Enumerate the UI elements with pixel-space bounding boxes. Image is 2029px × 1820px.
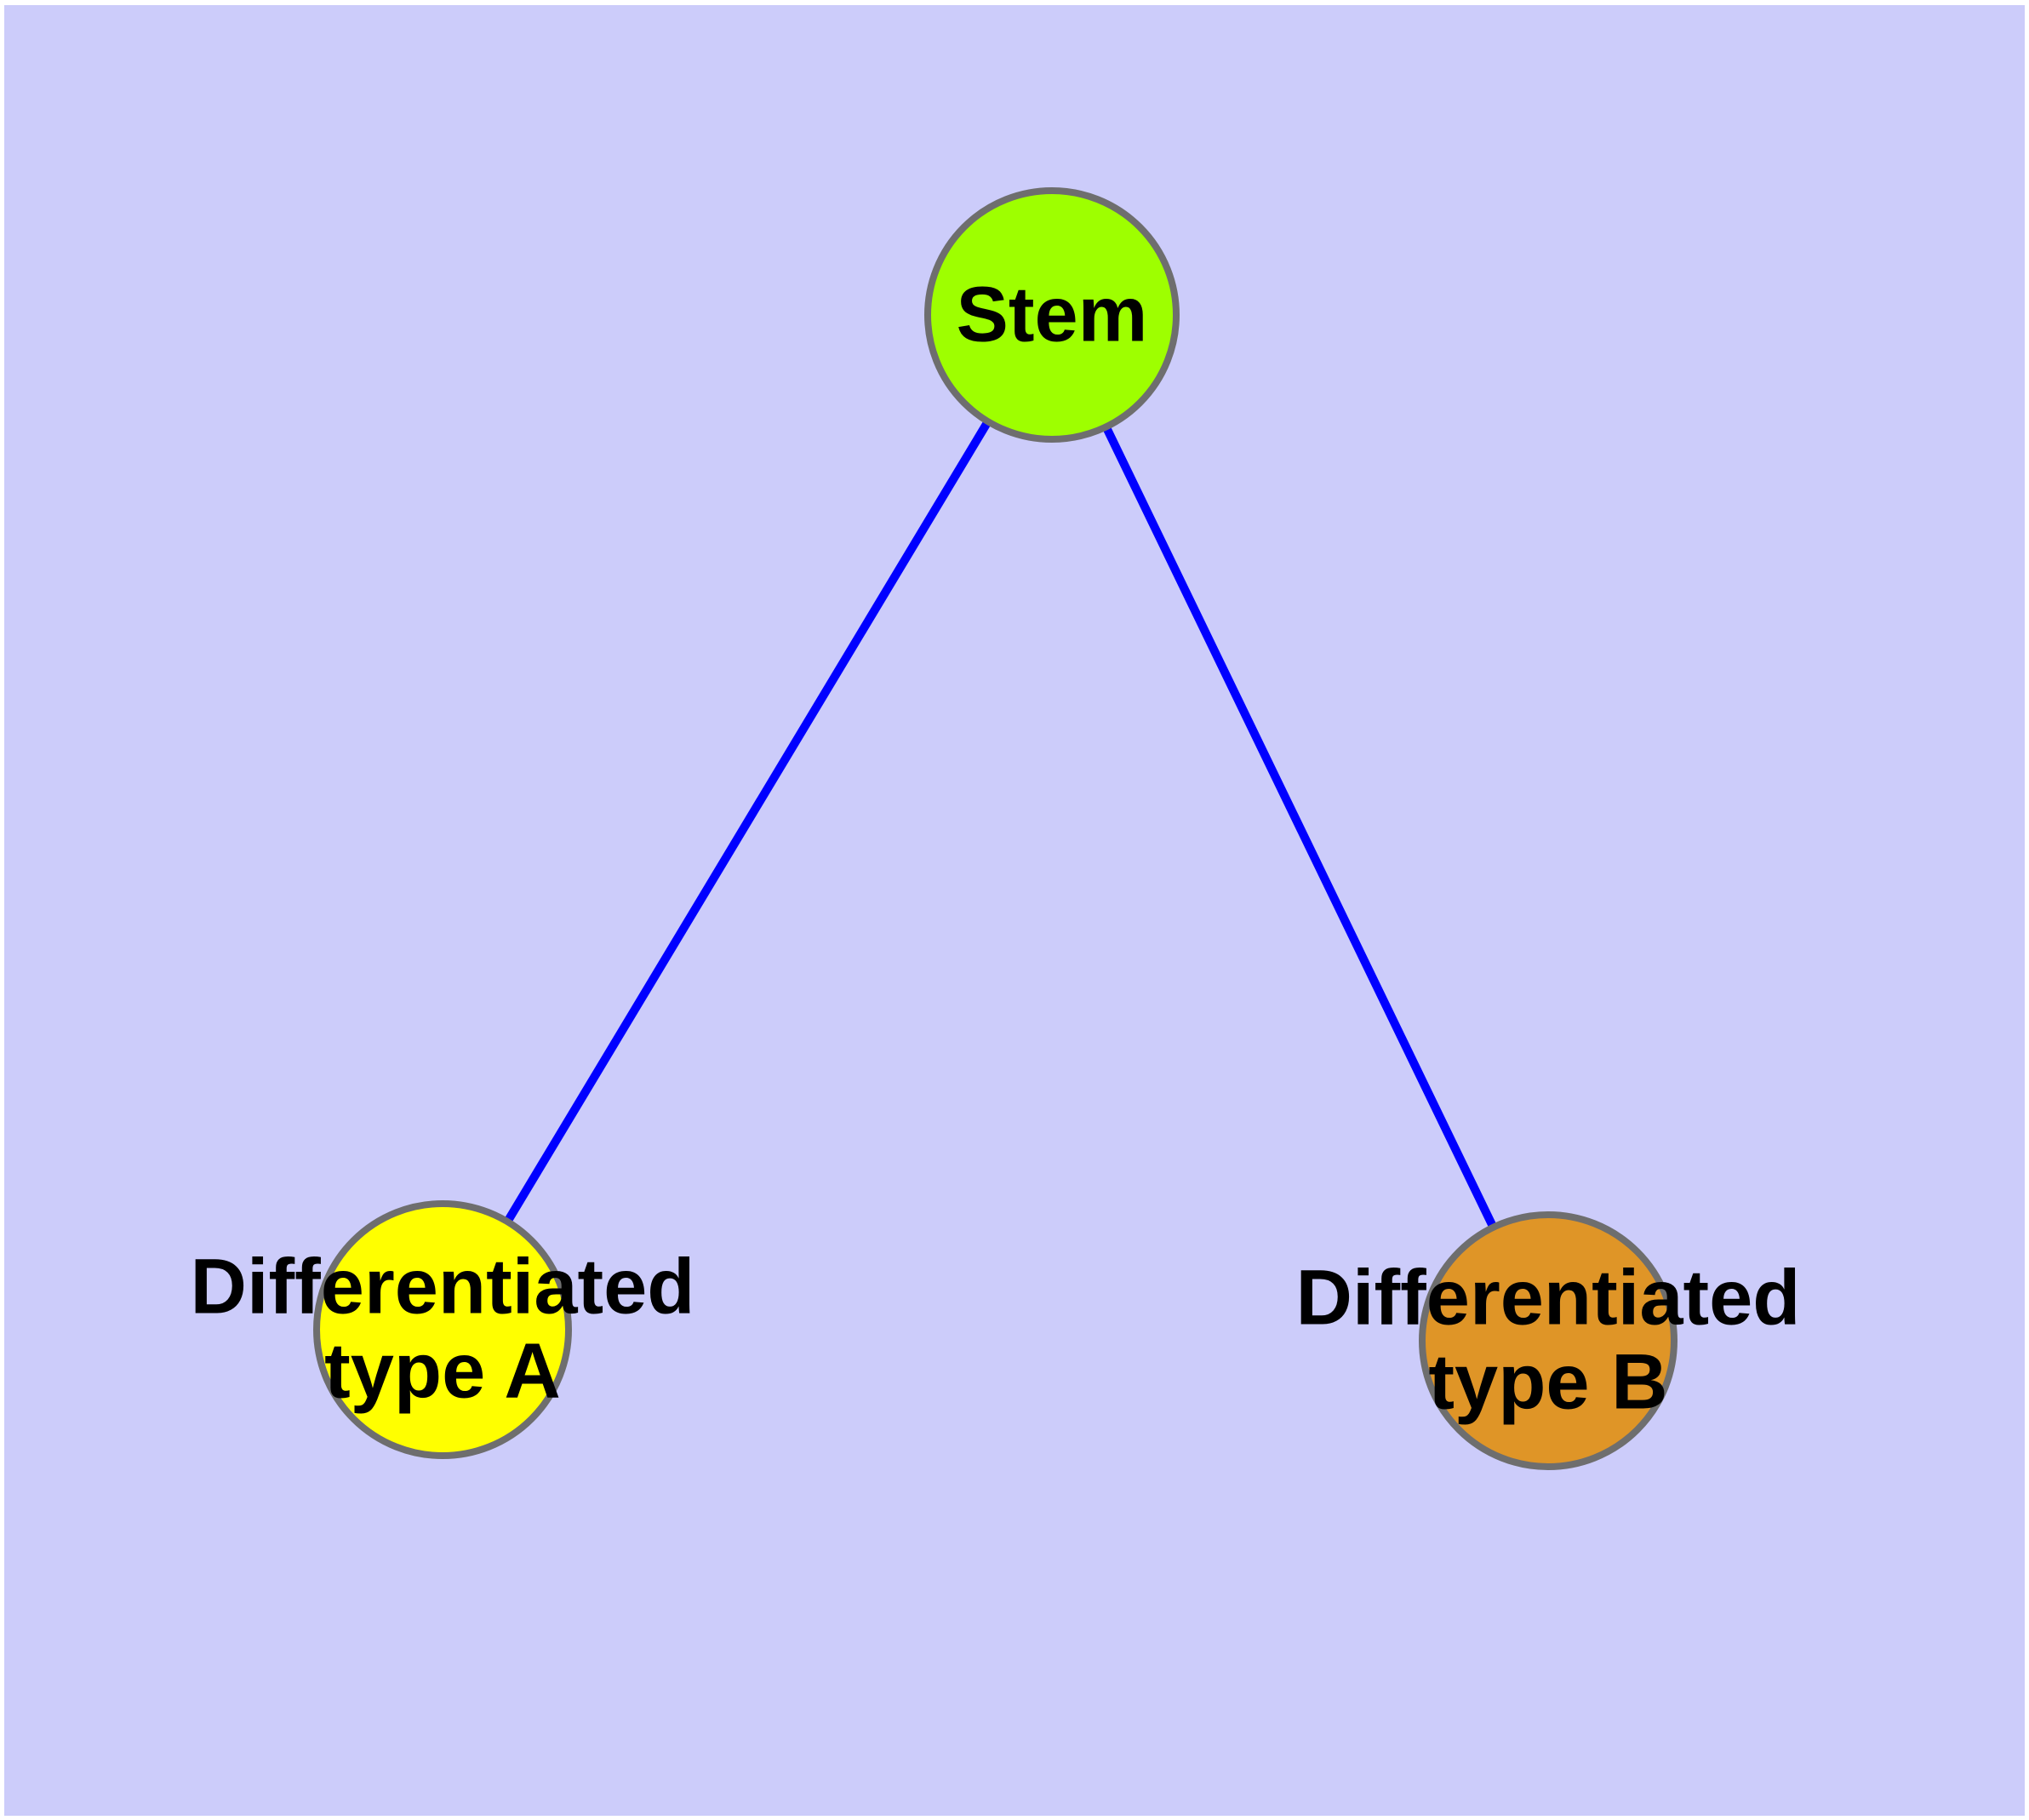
- node-diff_b[interactable]: [1419, 1211, 1677, 1470]
- node-diff_a[interactable]: [313, 1200, 572, 1459]
- node-stem[interactable]: [924, 187, 1180, 443]
- edge-stem-diff-a[interactable]: [501, 416, 994, 1228]
- edges-layer: [501, 416, 1499, 1233]
- edge-stem-diff-b[interactable]: [1100, 421, 1499, 1233]
- nodes-layer: [313, 187, 1677, 1470]
